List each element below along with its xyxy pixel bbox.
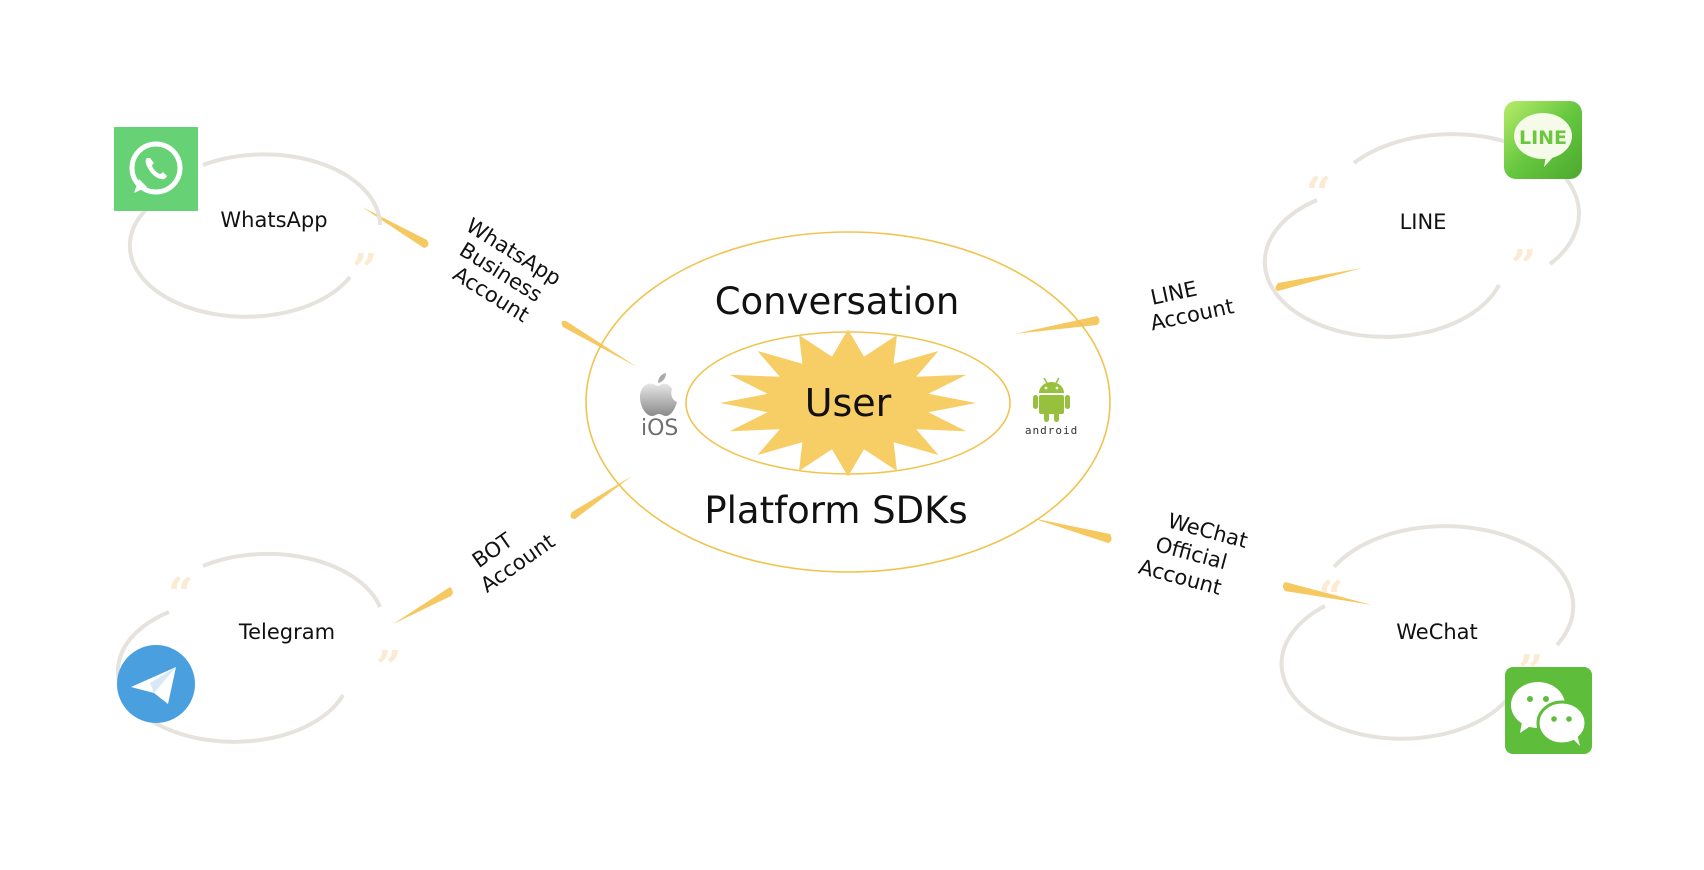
platform-sdks-label: Platform SDKs: [704, 489, 967, 532]
connection-label: LINE Account: [1143, 270, 1236, 336]
connection-label: WeChat Official Account: [1136, 504, 1257, 604]
connector-whatsapp-inner: [561, 320, 637, 367]
android-icon: android: [1025, 377, 1078, 437]
quote-open: “: [1306, 168, 1331, 219]
node-label: WeChat: [1396, 620, 1478, 644]
line-icon: LINE: [1504, 101, 1582, 179]
svg-text:LINE: LINE: [1519, 127, 1567, 149]
apple-ios-icon: iOS: [640, 373, 678, 441]
center-hub: Conversation Platform SDKs User iOS andr…: [585, 231, 1111, 573]
connector-line-outer: [1275, 268, 1362, 291]
user-label: User: [805, 381, 892, 425]
node-telegram[interactable]: “ ” Telegram BOT Account: [115, 509, 560, 744]
quote-open: “: [1318, 572, 1343, 623]
connectors: [362, 207, 1372, 624]
connector-wechat-inner: [1032, 518, 1112, 543]
connector-telegram-outer: [393, 587, 453, 624]
telegram-icon: [117, 645, 195, 723]
node-label: Telegram: [238, 620, 335, 644]
node-label: LINE: [1400, 210, 1447, 234]
quote-close: ”: [376, 642, 401, 693]
node-whatsapp[interactable]: ” WhatsApp WhatsApp Business Account: [114, 127, 571, 335]
user-starburst: [720, 329, 976, 477]
wechat-icon: [1505, 667, 1592, 754]
svg-text:android: android: [1025, 424, 1078, 437]
quote-close: ”: [352, 245, 377, 296]
quote-close: ”: [1511, 241, 1536, 292]
node-label: WhatsApp: [220, 208, 327, 232]
node-line[interactable]: “ ” LINE LINE LINE Account: [1143, 101, 1582, 339]
connection-label: WhatsApp Business Account: [436, 213, 571, 334]
connector-whatsapp-outer: [362, 207, 429, 248]
connector-wechat-outer: [1283, 582, 1372, 605]
node-wechat[interactable]: “ ” WeChat WeChat Official Account: [1136, 504, 1592, 754]
connector-telegram-inner: [570, 476, 632, 519]
whatsapp-icon: [114, 127, 198, 211]
node-ring: [115, 551, 382, 744]
quote-open: “: [168, 569, 193, 620]
connection-label: BOT Account: [462, 509, 560, 598]
node-ring: [1279, 524, 1576, 741]
conversation-label: Conversation: [715, 280, 960, 323]
node-ring: [127, 152, 382, 319]
outer-ring: [585, 231, 1111, 573]
svg-text:iOS: iOS: [641, 416, 678, 441]
